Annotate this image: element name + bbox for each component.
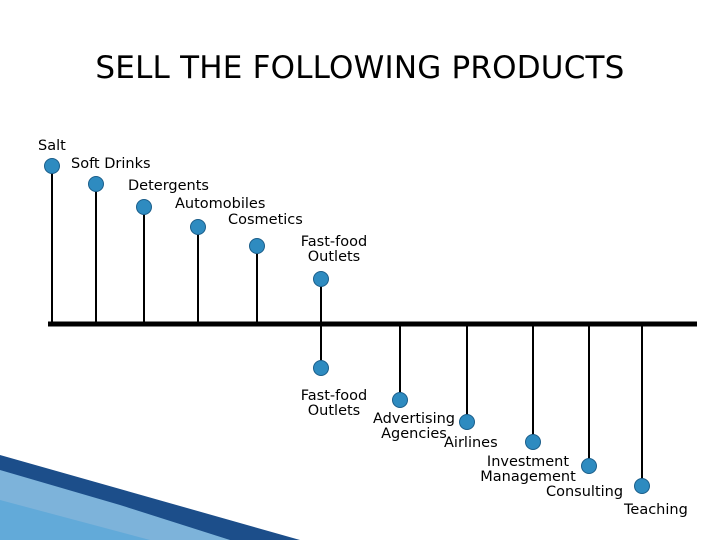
dot-automobiles — [190, 219, 206, 235]
label-airlines: Airlines — [444, 435, 498, 451]
label-fastfood-upper: Fast-food Outlets — [300, 234, 368, 265]
label-salt: Salt — [38, 138, 66, 154]
dot-airlines — [459, 414, 475, 430]
dot-advertising — [392, 392, 408, 408]
dot-soft-drinks — [88, 176, 104, 192]
label-soft-drinks: Soft Drinks — [71, 156, 151, 172]
label-fastfood-lower: Fast-food Outlets — [300, 388, 368, 419]
label-teaching: Teaching — [624, 502, 688, 518]
label-detergents: Detergents — [128, 178, 209, 194]
label-advertising: Advertising Agencies — [372, 411, 456, 442]
label-cosmetics: Cosmetics — [228, 212, 303, 228]
dot-detergents — [136, 199, 152, 215]
dot-fastfood-upper — [313, 271, 329, 287]
corner-decoration — [0, 455, 300, 540]
label-investment: Investment Management — [480, 454, 576, 485]
dot-fastfood-lower — [313, 360, 329, 376]
upper-dots — [44, 158, 329, 287]
dot-salt — [44, 158, 60, 174]
upper-stems — [51, 166, 322, 324]
dot-cosmetics — [249, 238, 265, 254]
label-consulting: Consulting — [546, 484, 624, 500]
dot-investment — [525, 434, 541, 450]
label-automobiles: Automobiles — [175, 196, 266, 212]
lower-dots — [313, 360, 650, 494]
dot-consulting — [581, 458, 597, 474]
dot-teaching — [634, 478, 650, 494]
slide-title: SELL THE FOLLOWING PRODUCTS — [95, 50, 625, 86]
